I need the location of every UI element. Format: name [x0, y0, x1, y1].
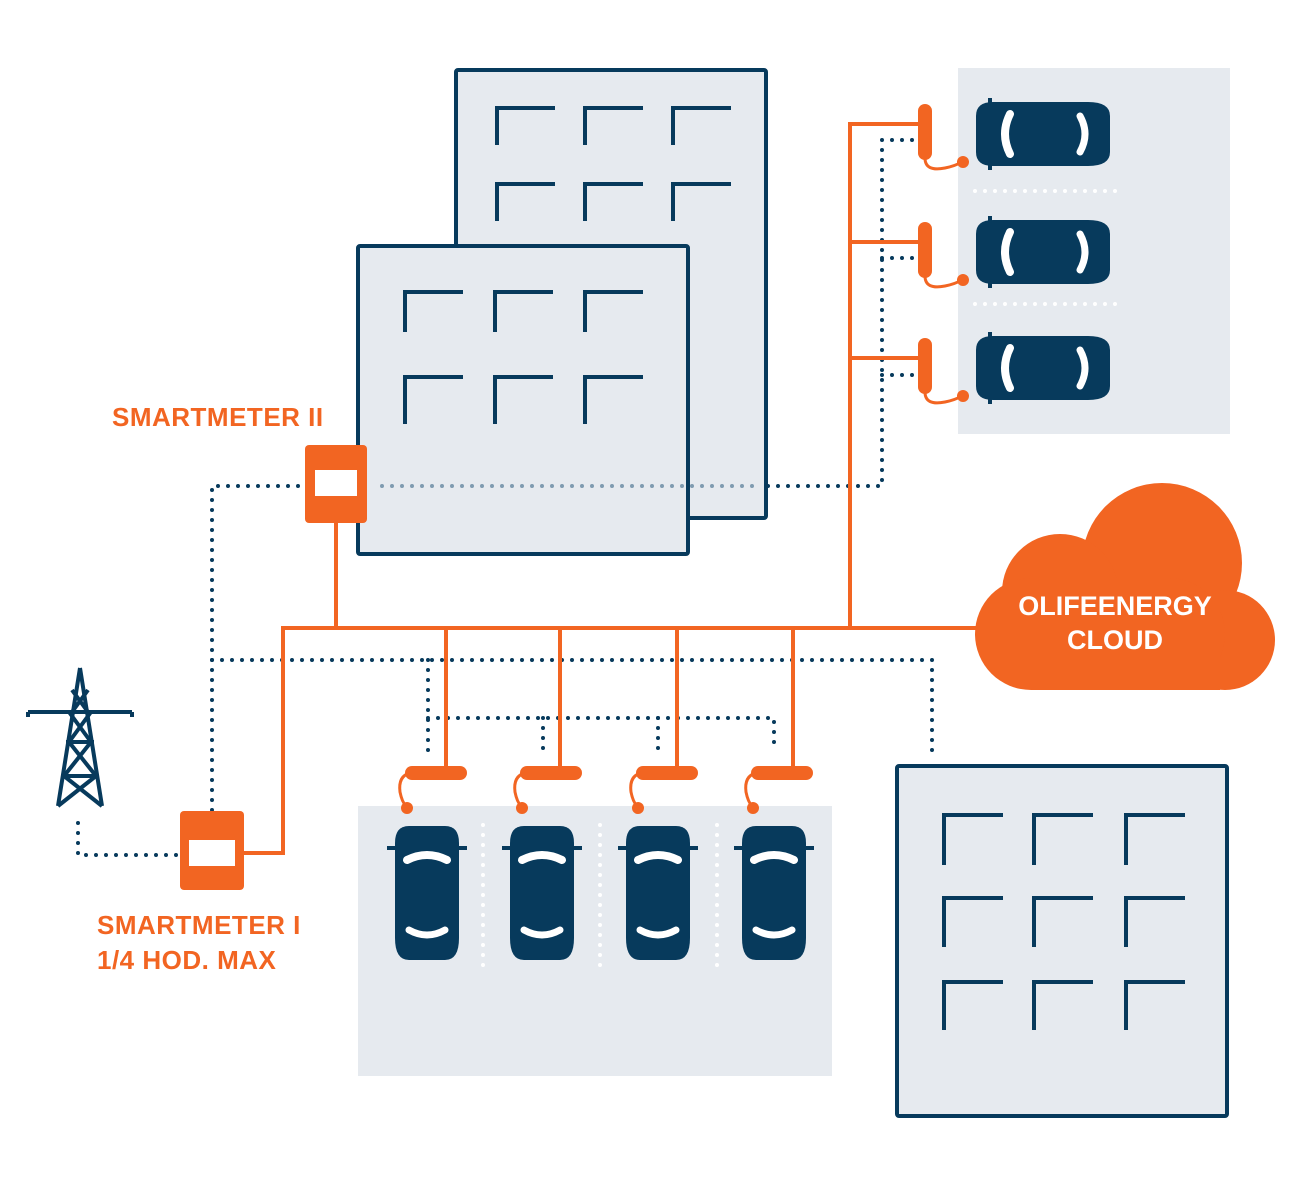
charging-station-icon-right-2: [918, 222, 969, 289]
car-top-view-icon-bottom-4: [734, 826, 814, 960]
cloud-icon: [975, 483, 1275, 690]
data-lines: [76, 138, 934, 857]
car-top-view-icon-right-2: [976, 216, 1110, 288]
charging-station-icon-bottom-1: [398, 766, 467, 814]
car-top-view-icon-bottom-1: [387, 826, 467, 960]
parking-separators-bottom: [481, 823, 719, 972]
building-bottom-right: [895, 764, 1229, 1118]
charging-station-icon-bottom-4: [744, 766, 813, 814]
smartmeter-i-icon: [180, 811, 244, 890]
cloud-label-line1: OLIFEENERGY: [1018, 591, 1212, 621]
charging-station-icon-bottom-3: [629, 766, 698, 814]
power-tower-icon: [26, 667, 134, 808]
smartmeter-i-sublabel: 1/4 HOD. MAX: [97, 945, 277, 975]
charging-station-icon-bottom-2: [513, 766, 582, 814]
smartmeter-ii-label: SMARTMETER II: [112, 402, 324, 432]
power-lines: [244, 122, 1000, 855]
car-top-view-icon-bottom-3: [618, 826, 698, 960]
building-front: [356, 244, 690, 556]
car-top-view-icon-bottom-2: [502, 826, 582, 960]
car-top-view-icon-right-3: [976, 332, 1110, 404]
cloud-label-line2: CLOUD: [1067, 625, 1163, 655]
smartmeter-ii-icon: [305, 445, 367, 523]
smartmeter-i-label: SMARTMETER I: [97, 910, 301, 940]
car-top-view-icon-right-1: [976, 98, 1110, 170]
charging-station-icon-right-3: [918, 338, 969, 405]
charging-station-icon-right-1: [918, 104, 969, 171]
